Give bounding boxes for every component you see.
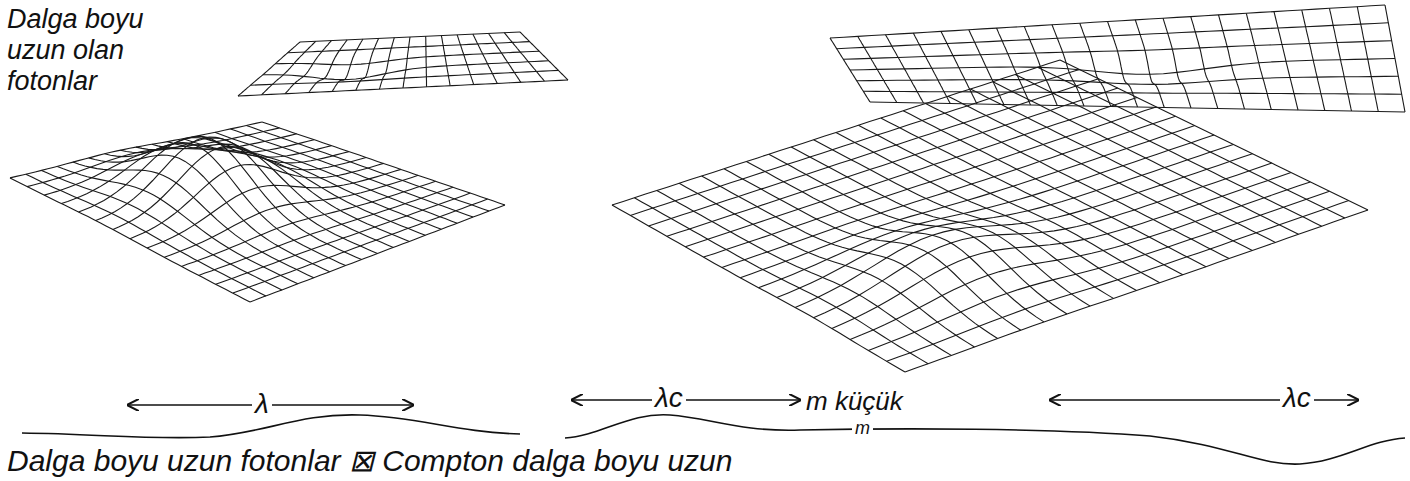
mesh-line [630, 69, 1079, 215]
mesh-line [1219, 15, 1245, 109]
mesh-line [702, 176, 998, 339]
mesh-line [288, 42, 530, 53]
mesh-line [231, 129, 474, 217]
mesh-line [832, 173, 1291, 329]
mesh-line [250, 205, 505, 302]
mesh-line [441, 36, 450, 86]
mesh-line [850, 59, 1395, 75]
mesh-line [1246, 13, 1271, 109]
mesh-line [520, 32, 568, 80]
mesh-line [27, 128, 279, 187]
dimension-label: λc [652, 382, 686, 414]
mesh-line [881, 118, 1183, 275]
mesh-line [113, 146, 366, 229]
mesh-line [233, 199, 488, 293]
mesh-line [120, 136, 361, 259]
mesh-line [612, 60, 1060, 205]
dimension-label: λc [1280, 382, 1314, 414]
mesh-line [147, 169, 401, 248]
mesh-line [634, 198, 928, 364]
mesh-line [667, 88, 1118, 236]
mesh-line [215, 132, 457, 223]
mesh-line [868, 191, 1329, 350]
mesh-line [1163, 18, 1191, 108]
mesh-line [425, 36, 427, 87]
mesh-line [309, 40, 347, 93]
mesh-line [836, 133, 1137, 291]
mesh-line [164, 175, 418, 257]
mesh-line [863, 91, 1401, 94]
mesh-line [887, 201, 1349, 362]
mesh-line [10, 122, 262, 178]
mesh-line [199, 187, 453, 275]
mesh-line [216, 193, 471, 284]
mesh-line [858, 125, 1159, 283]
mesh-line [850, 182, 1310, 340]
mesh-line [679, 183, 974, 347]
mesh-line [26, 174, 266, 296]
mesh-line [795, 154, 1252, 308]
mesh-line [44, 134, 296, 195]
dimension-label: m [852, 418, 873, 439]
mesh-line [704, 107, 1157, 257]
mesh-line [1191, 17, 1218, 109]
heading-note: Dalga boyu uzun olan fotonlar [4, 4, 210, 97]
mesh-line [42, 170, 282, 290]
mesh-line [759, 135, 1215, 288]
mesh-line [777, 144, 1234, 297]
mesh-line [612, 205, 905, 372]
field-meshes [10, 5, 1405, 372]
length-arrows [128, 400, 1358, 405]
mesh-line [403, 37, 410, 88]
mesh-line [181, 181, 435, 266]
mesh-line [843, 41, 1391, 60]
mesh-line [332, 39, 363, 91]
mesh-line [740, 126, 1195, 278]
mesh-line [837, 23, 1389, 49]
mesh-line [905, 210, 1368, 372]
dimension-label: λ [252, 388, 272, 420]
mesh-line [685, 98, 1137, 247]
mesh-line [857, 76, 1399, 84]
mesh-line [96, 137, 349, 221]
mesh-line [649, 79, 1099, 226]
mesh-line [263, 61, 549, 80]
caption-note: Dalga boyu uzun fotonlar ⊠ Compton dalga… [4, 444, 735, 479]
mesh-line [262, 41, 316, 95]
mesh-line [379, 38, 394, 89]
mesh-line [89, 155, 330, 272]
mesh-line [73, 162, 314, 278]
mesh-line [813, 163, 1271, 318]
mesh-line [504, 33, 544, 81]
mesh-line [724, 169, 1021, 331]
mesh-line [130, 163, 384, 238]
mesh-line [457, 35, 474, 85]
compton-arrow [572, 399, 800, 400]
mesh-line [870, 102, 1405, 112]
mesh-line [722, 116, 1176, 267]
mesh-line [10, 178, 250, 302]
mesh-line [61, 140, 314, 204]
mesh-line [746, 162, 1044, 322]
mesh-line [285, 41, 331, 94]
mesh-line [300, 32, 520, 42]
mesh-line [657, 191, 952, 356]
mesh-line [238, 80, 568, 96]
mesh-line [489, 33, 521, 82]
dimension-label: m küçük [803, 387, 906, 417]
mesh-line [830, 5, 1385, 38]
